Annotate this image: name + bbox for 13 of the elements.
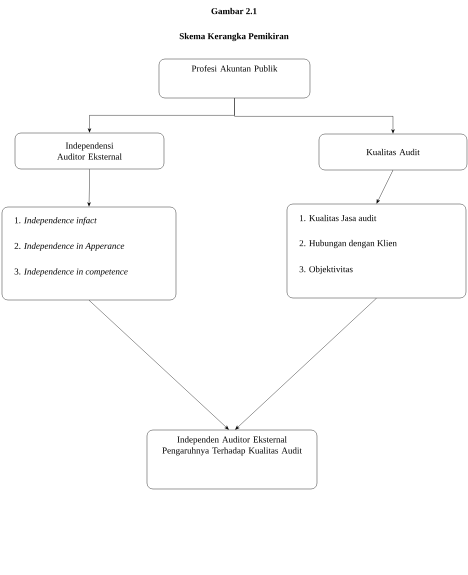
- process-box: Kualitas Audit: [318, 134, 468, 170]
- arrow: [88, 300, 229, 430]
- process-box: Independensi Auditor Eksternal: [14, 132, 164, 170]
- arrow: [87, 169, 91, 206]
- figure-title: Gambar 2.1: [211, 8, 257, 14]
- figure-caption: Skema Kerangka Pemikiran: [180, 32, 289, 42]
- arrow: [234, 98, 395, 134]
- list-box: 1. Kualitas Jasa audit 2. Hubungan dengan Klien 3. Objektivitas: [286, 204, 466, 298]
- arrow: [376, 170, 394, 204]
- arrow: [235, 298, 377, 430]
- process-box: Independen Auditor Eksternal Pengaruhnya Terhadap Kualitas Audit: [146, 430, 318, 490]
- process-box: Profesi Akuntan Publik: [158, 58, 310, 98]
- list-box: 1. Independence infact 2. Independence in Apperance 3. Independence in competence: [2, 206, 176, 300]
